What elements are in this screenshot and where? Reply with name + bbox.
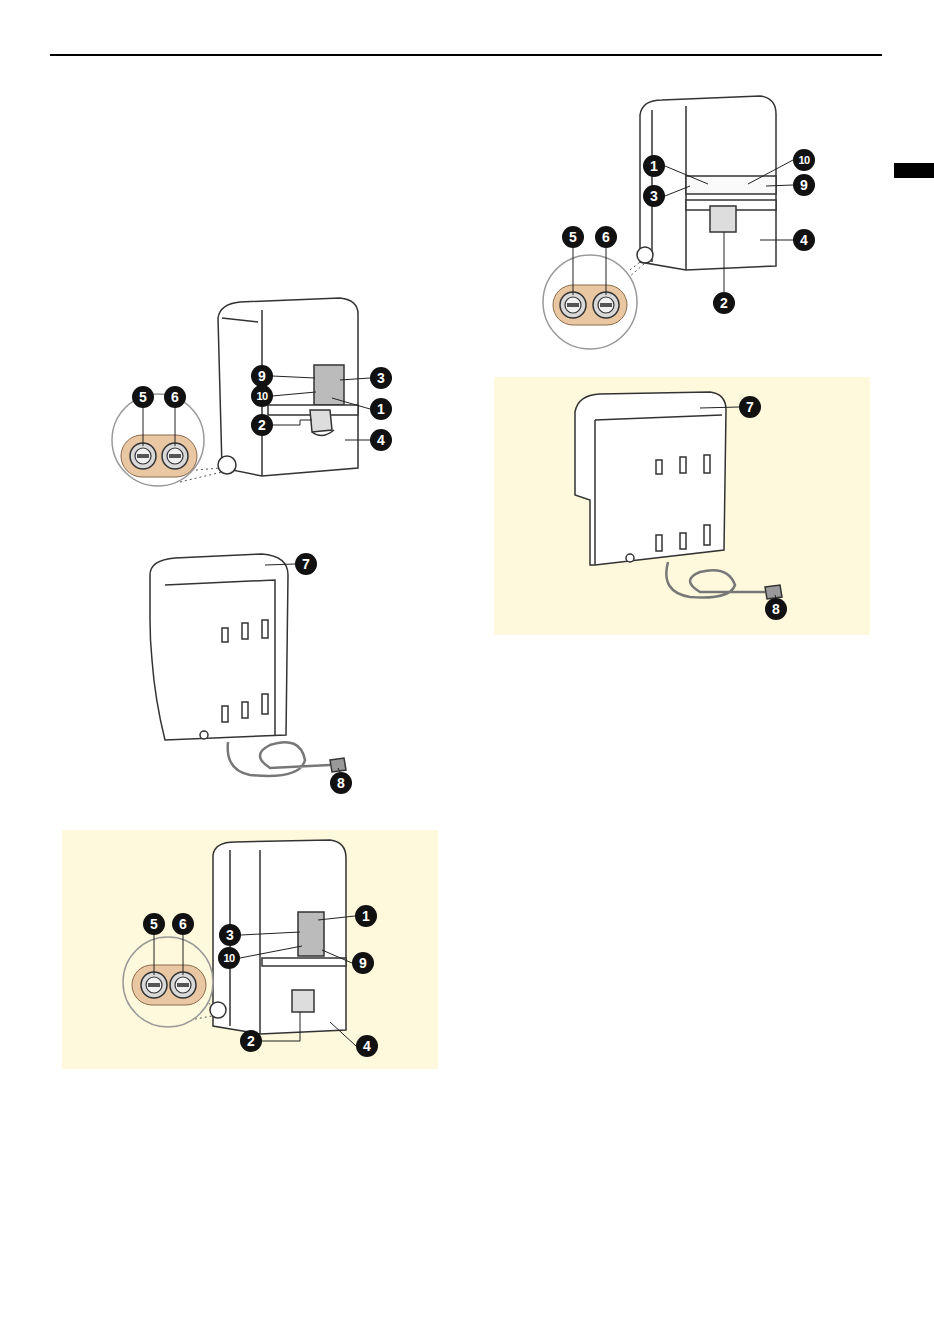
callout-number: 2	[713, 292, 735, 314]
callout-number: 5	[143, 913, 165, 935]
callout-number: 6	[595, 226, 617, 248]
leader-lines	[154, 916, 356, 1046]
callout-number: 9	[352, 952, 374, 974]
callout-number: 7	[739, 396, 761, 418]
callout-number: 1	[355, 905, 377, 927]
purifier-front-view	[637, 96, 776, 270]
callout-number: 4	[793, 229, 815, 251]
magnifier	[123, 937, 213, 1027]
fitting-plate	[553, 285, 627, 325]
header-rule	[50, 54, 882, 56]
callout-number: 5	[562, 226, 584, 248]
magnifier	[112, 394, 204, 486]
magnifier	[543, 255, 637, 349]
callout-number: 4	[356, 1035, 378, 1057]
leader-lines	[573, 160, 793, 295]
section-tab	[894, 163, 934, 178]
callout-number: 10	[218, 947, 240, 969]
callout-number: 10	[251, 385, 273, 407]
fitting-plate	[132, 965, 206, 1005]
callout-number: 2	[240, 1030, 262, 1052]
fitting-plate	[121, 435, 197, 477]
callout-number: 8	[330, 772, 352, 794]
callout-number: 9	[251, 365, 273, 387]
purifier-back-view	[150, 554, 346, 776]
callout-number: 2	[251, 414, 273, 436]
callout-number: 8	[765, 598, 787, 620]
callout-number: 10	[793, 149, 815, 171]
callout-number: 1	[643, 155, 665, 177]
purifier-front-view	[210, 840, 346, 1034]
callout-number: 9	[793, 174, 815, 196]
purifier-front-view	[218, 298, 358, 476]
callout-number: 5	[132, 386, 154, 408]
callout-number: 7	[295, 553, 317, 575]
callout-number: 1	[370, 398, 392, 420]
callout-number: 4	[370, 429, 392, 451]
leader-lines	[143, 376, 370, 446]
leader-lines	[265, 564, 340, 772]
purifier-back-view	[575, 392, 782, 599]
callout-number: 6	[164, 386, 186, 408]
highlight-panel	[62, 830, 438, 1069]
callout-number: 3	[370, 367, 392, 389]
callout-number: 3	[219, 924, 241, 946]
callout-number: 6	[172, 913, 194, 935]
callout-number: 3	[643, 185, 665, 207]
leader-lines	[700, 407, 776, 598]
highlight-panel	[494, 377, 870, 635]
